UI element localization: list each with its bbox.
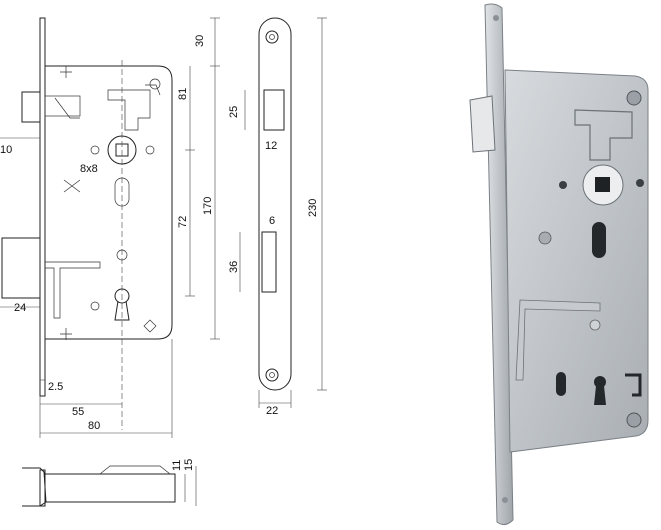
photo-bottom-screw — [502, 497, 508, 503]
photo-case — [504, 69, 649, 453]
photo-middle-rivet — [589, 319, 601, 331]
dim-case-depth: 80 — [88, 420, 100, 432]
latch-slot — [263, 89, 285, 131]
dim-latch-projection: 10 — [0, 144, 12, 156]
dim-top-height: 30 — [194, 35, 206, 47]
dim-backset: 55 — [72, 406, 84, 418]
photo-spindle-slot — [592, 222, 606, 258]
top-fixing-screw — [149, 78, 161, 90]
dim-faceplate-length: 230 — [307, 199, 319, 217]
dim-case-thickness: 11 — [171, 460, 183, 471]
dim-overall-thickness: 15 — [183, 459, 195, 471]
pivot-mark — [63, 179, 81, 193]
side-dimension-lines — [239, 17, 327, 408]
keyhole-slot — [114, 300, 130, 321]
dim-follower-offset: 81 — [177, 88, 189, 100]
arm-hook — [145, 84, 161, 96]
side-bottom-screw — [265, 368, 279, 382]
front-dimension-labels: 30 81 72 170 8x8 10 24 2.5 55 80 — [0, 35, 214, 432]
photo-follower-screw-right — [636, 179, 644, 187]
bottom-fixing-screw — [143, 319, 157, 333]
keyhole-screw-left — [90, 301, 100, 311]
dim-latch-slot-width: 12 — [265, 140, 277, 152]
photo-slot-left — [556, 372, 566, 396]
dim-latch-slot-height: 25 — [228, 106, 240, 118]
front-dimension-lines — [0, 17, 220, 438]
latch-tail — [44, 95, 81, 117]
side-view — [258, 17, 292, 391]
photo-follower-screw-left — [559, 181, 567, 189]
side-dimension-labels: 25 12 6 36 230 22 — [228, 106, 319, 417]
bolt-slot — [261, 231, 277, 293]
dim-case-height: 170 — [202, 197, 214, 215]
photo-follower-square — [595, 177, 610, 192]
dead-bolt — [1, 237, 41, 299]
bottom-latch-profile — [22, 467, 47, 507]
follower-arm — [107, 89, 151, 131]
photo-keyhole-round — [594, 376, 606, 388]
photo-arm — [574, 109, 633, 161]
photo-bottom-fixing-screw — [626, 412, 642, 428]
latch-spring — [54, 97, 80, 119]
dim-centre-distance: 72 — [177, 216, 189, 228]
bolt-lever — [45, 261, 101, 319]
photo-pivot — [538, 231, 552, 245]
photo-top-fixing-screw — [626, 90, 642, 106]
follower-screw-right — [145, 145, 155, 155]
dim-faceplate-thickness: 2.5 — [48, 381, 63, 393]
photo-top-screw — [493, 15, 499, 21]
front-faceplate — [39, 17, 46, 397]
bottom-view — [22, 465, 197, 507]
dim-faceplate-width: 22 — [266, 405, 278, 417]
photo-latch — [469, 95, 496, 153]
photo-keyhole-slot — [594, 386, 606, 405]
dim-bolt-slot-height: 36 — [228, 261, 240, 273]
bottom-case — [44, 473, 176, 503]
crosshair-top — [60, 66, 72, 78]
dim-follower-square: 8x8 — [80, 163, 98, 175]
bottom-dimension-labels: 11 15 — [171, 459, 195, 471]
follower-screw-left — [90, 145, 100, 155]
front-view — [1, 17, 173, 430]
latch-bolt — [21, 91, 41, 123]
side-faceplate — [258, 17, 292, 391]
crosshair-bottom — [60, 328, 72, 340]
bottom-screwhead — [99, 465, 171, 475]
photo-lever — [515, 299, 601, 381]
front-case-outline — [45, 65, 173, 340]
photo-keyhole-right — [625, 373, 642, 397]
lock-photo — [469, 3, 649, 526]
dim-bolt-slot-width: 6 — [269, 215, 275, 227]
side-top-screw — [265, 30, 279, 44]
dim-bolt-projection: 24 — [14, 302, 26, 314]
